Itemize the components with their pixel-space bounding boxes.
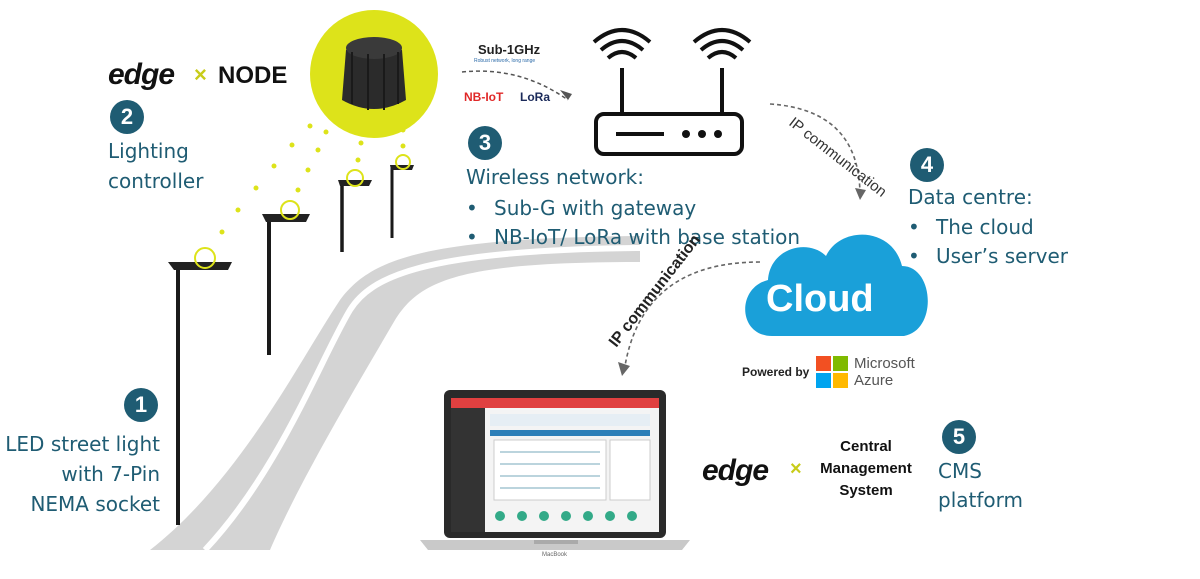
router-illustration (592, 28, 752, 156)
step-4-bullet-2: •User’s server (908, 244, 1069, 268)
step-1-line-2: with 7-Pin (61, 462, 160, 486)
step-5-line-2: platform (938, 488, 1023, 512)
node-device (342, 37, 406, 110)
step-2-line-2: controller (108, 169, 204, 193)
road (150, 236, 640, 550)
step-3-bullet-2: •NB-IoT/ LoRa with base station (466, 225, 801, 249)
laptop-illustration (420, 390, 690, 550)
step-2-badge: 2 (110, 100, 144, 134)
road-lane (202, 245, 641, 553)
step-4-title: Data centre: (908, 185, 1033, 209)
brand-cms-line-1: Central (840, 438, 892, 455)
brand-cms-line-2: Management (820, 460, 912, 477)
step-3-badge: 3 (468, 126, 502, 160)
step-1-badge: 1 (124, 388, 158, 422)
ms-logo-green (833, 356, 848, 371)
step-2-line-1: Lighting (108, 139, 189, 163)
step-3-bullet-1: •Sub-G with gateway (466, 196, 697, 220)
arrow-router-to-cloud (769, 103, 861, 197)
brand-cms-line-3: System (839, 482, 893, 499)
laptop-brand: MacBook (542, 552, 568, 558)
step-4-badge: 4 (910, 148, 944, 182)
microsoft-label: Microsoft (854, 355, 915, 372)
ms-logo-yellow (833, 373, 848, 388)
step-1-line-1: LED street light (5, 432, 160, 456)
brand-cms-logo: edge (702, 454, 769, 487)
step-3-title: Wireless network: (466, 165, 644, 189)
subg-label: Sub-1GHz (478, 42, 541, 57)
brand-node-logo: edge (108, 58, 175, 91)
nbiot-label: NB-IoT (464, 90, 504, 104)
azure-label: Azure (854, 372, 894, 389)
arrow-cloud-to-laptop (623, 261, 761, 373)
brand-cms-cross: × (790, 458, 802, 480)
cloud-label: Cloud (766, 278, 874, 320)
cloud-shape (745, 234, 928, 336)
ms-logo-blue (816, 373, 831, 388)
ms-logo-red (816, 356, 831, 371)
step-4-bullet-1: •The cloud (908, 215, 1034, 239)
subg-caption: Robust network, long range (474, 58, 536, 64)
step-1-line-3: NEMA socket (30, 492, 160, 516)
brand-node-cross: × (194, 62, 207, 87)
brand-node-label: NODE (218, 62, 288, 89)
step-5-badge: 5 (942, 420, 976, 454)
lora-label: LoRa (520, 90, 550, 104)
powered-by-label: Powered by (742, 365, 810, 379)
arrow-protocols-to-router (461, 70, 569, 101)
step-5-line-1: CMS (938, 459, 982, 483)
